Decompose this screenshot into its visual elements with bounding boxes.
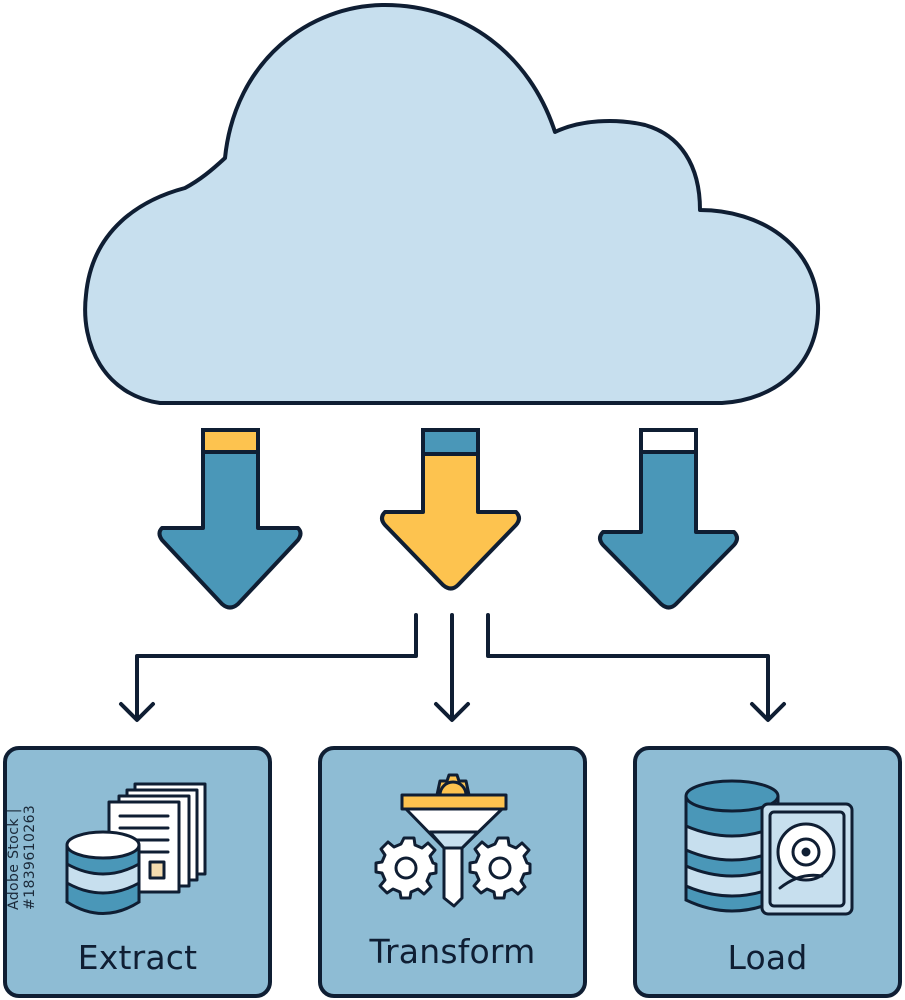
cloud-shape: [83, 3, 821, 405]
gear-left-icon: [374, 836, 438, 900]
database-icon: [65, 830, 141, 915]
down-arrow-center: [380, 428, 521, 591]
funnel-icon: [400, 773, 508, 908]
load-label: Load: [727, 938, 808, 977]
extract-label: Extract: [77, 938, 198, 977]
down-arrow-right: [598, 428, 739, 610]
down-arrow-left: [157, 428, 303, 610]
hard-drive-icon: [760, 802, 854, 916]
gear-right-icon: [468, 836, 532, 900]
watermark-text: Adobe Stock | #1839610263: [6, 804, 38, 910]
database-stack-icon: [684, 779, 780, 913]
transform-label: Transform: [369, 932, 536, 971]
connector-lines: [119, 613, 786, 722]
gear-top-icon: [435, 773, 471, 797]
